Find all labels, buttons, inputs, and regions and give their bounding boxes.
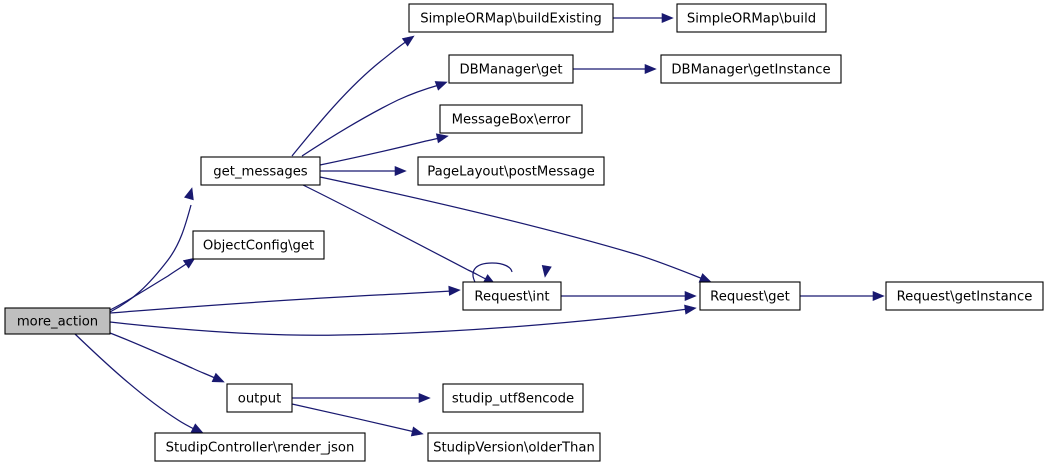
- edge-arrowhead: [541, 265, 552, 278]
- node-box[interactable]: [885, 281, 1044, 311]
- edge-more_action-to-render_json: [74, 333, 204, 434]
- node-more_action[interactable]: more_action: [4, 307, 111, 335]
- node-box[interactable]: [427, 432, 601, 462]
- node-dbmanager_get[interactable]: DBManager\get: [448, 54, 574, 84]
- edge-line: [319, 176, 704, 280]
- node-get_messages[interactable]: get_messages: [200, 156, 321, 186]
- edge-output-to-studipversion_olderthan: [291, 403, 424, 437]
- node-output[interactable]: output: [226, 383, 293, 413]
- node-request_get[interactable]: Request\get: [699, 281, 801, 311]
- edge-simpleormap_buildexisting-to-simpleormap_build: [613, 12, 674, 24]
- edge-arrowhead: [448, 285, 461, 296]
- edge-line: [291, 40, 408, 157]
- edge-line: [291, 403, 416, 433]
- edge-arrowhead: [872, 290, 885, 302]
- node-box[interactable]: [154, 432, 366, 462]
- edge-more_action-to-get_messages: [109, 187, 194, 313]
- edge-arrowhead: [211, 372, 225, 383]
- edge-line: [472, 262, 513, 283]
- node-box[interactable]: [192, 230, 325, 260]
- edge-arrowhead: [684, 290, 697, 302]
- node-box[interactable]: [408, 3, 614, 33]
- edge-arrowhead: [418, 392, 431, 404]
- node-box[interactable]: [200, 156, 321, 186]
- edge-arrowhead: [661, 12, 674, 24]
- node-simpleormap_buildexisting[interactable]: SimpleORMap\buildExisting: [408, 3, 614, 33]
- edge-arrowhead: [394, 165, 407, 177]
- node-request_int[interactable]: Request\int: [462, 281, 562, 311]
- node-box[interactable]: [442, 383, 584, 413]
- edge-output-to-studip_utf8encode: [292, 392, 431, 404]
- edge-line: [302, 184, 489, 281]
- edge-line: [109, 261, 190, 311]
- edge-arrowhead: [410, 426, 424, 437]
- edge-line: [109, 290, 453, 314]
- edge-line: [109, 332, 218, 380]
- node-box[interactable]: [676, 3, 827, 33]
- node-box[interactable]: [699, 281, 801, 311]
- edge-get_messages-to-pagelayout_postmessage: [319, 165, 407, 177]
- edge-request_int-to-request_get: [561, 290, 697, 302]
- edge-line: [109, 308, 689, 336]
- node-pagelayout_postmessage[interactable]: PageLayout\postMessage: [417, 156, 605, 186]
- node-box[interactable]: [448, 54, 574, 84]
- node-box[interactable]: [660, 54, 842, 84]
- node-dbmanager_getinstance[interactable]: DBManager\getInstance: [660, 54, 842, 84]
- node-request_getinstance[interactable]: Request\getInstance: [885, 281, 1044, 311]
- edge-get_messages-to-request_int: [302, 184, 496, 285]
- edge-arrowhead: [435, 133, 449, 144]
- edge-request_int-to-request_int: [472, 262, 552, 283]
- edge-request_get-to-request_getinstance: [800, 290, 885, 302]
- node-messagebox_error[interactable]: MessageBox\error: [439, 104, 583, 134]
- node-objectconfig_get[interactable]: ObjectConfig\get: [192, 230, 325, 260]
- edge-more_action-to-objectconfig_get: [109, 257, 196, 311]
- node-box[interactable]: [4, 307, 111, 335]
- edge-line: [74, 333, 197, 431]
- node-box[interactable]: [462, 281, 562, 311]
- edge-more_action-to-output: [109, 332, 225, 383]
- edge-arrowhead: [182, 257, 196, 269]
- edge-line: [301, 84, 440, 157]
- node-studip_utf8encode[interactable]: studip_utf8encode: [442, 383, 584, 413]
- edge-dbmanager_get-to-dbmanager_getinstance: [573, 63, 657, 75]
- edge-arrowhead: [644, 63, 657, 75]
- node-box[interactable]: [439, 104, 583, 134]
- edge-get_messages-to-request_get: [319, 176, 712, 283]
- node-simpleormap_build[interactable]: SimpleORMap\build: [676, 3, 827, 33]
- edge-more_action-to-request_int: [109, 285, 461, 314]
- node-render_json[interactable]: StudipController\render_json: [154, 432, 366, 462]
- edges-layer: [74, 12, 885, 437]
- node-box[interactable]: [226, 383, 293, 413]
- edge-get_messages-to-simpleormap_buildexisting: [291, 35, 415, 157]
- node-box[interactable]: [417, 156, 605, 186]
- edge-more_action-to-request_get: [109, 304, 697, 336]
- node-studipversion_olderthan[interactable]: StudipVersion\olderThan: [427, 432, 601, 462]
- edge-line: [319, 137, 441, 166]
- edge-arrowhead: [434, 81, 448, 91]
- edge-line: [109, 204, 192, 313]
- edge-get_messages-to-messagebox_error: [319, 133, 449, 166]
- edge-arrowhead: [684, 304, 697, 315]
- edge-arrowhead: [401, 35, 415, 47]
- edge-arrowhead: [184, 187, 194, 201]
- edge-get_messages-to-dbmanager_get: [301, 81, 448, 157]
